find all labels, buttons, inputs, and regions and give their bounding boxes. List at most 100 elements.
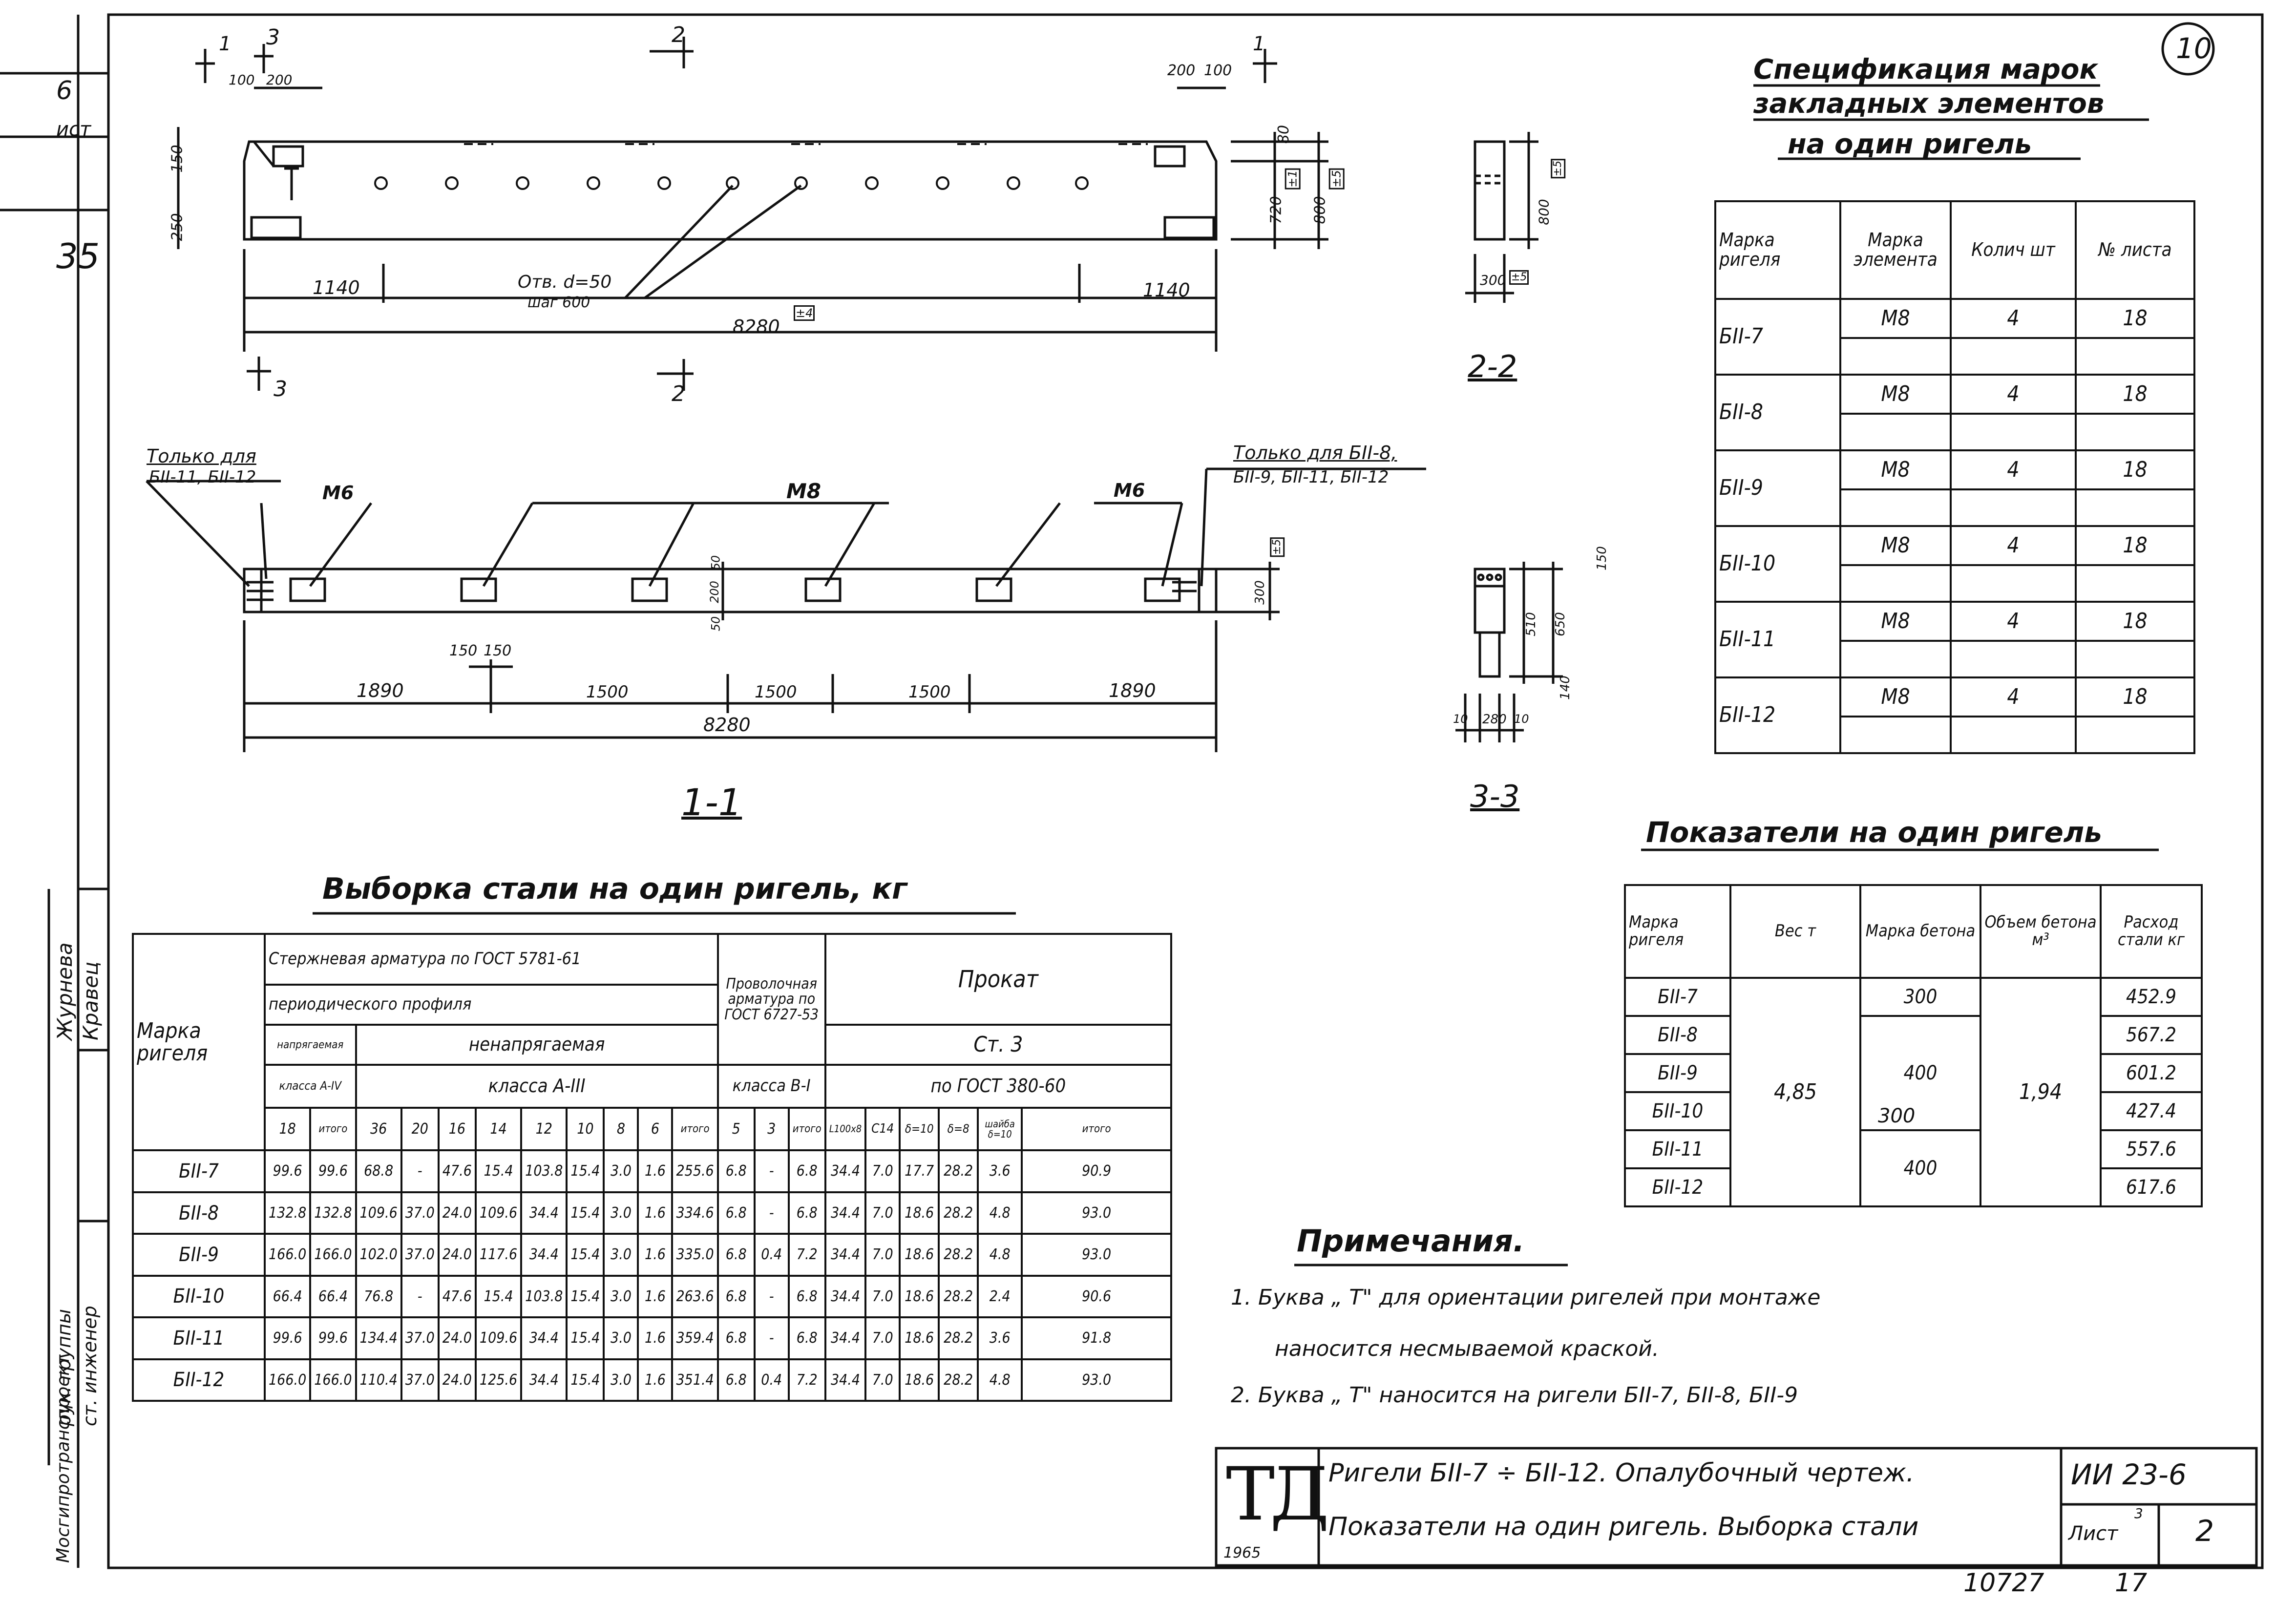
steel-header-st3: Ст. 3 [824,1024,1173,1066]
sheet-number: 10 [2176,32,2212,65]
s33-w-10b: 10 [1514,712,1529,726]
spec-title-1: Спецификация марок [1753,54,2098,85]
steel-cell: 103.8 [520,1274,568,1319]
steel-cell: 34.4 [520,1233,568,1277]
steel-cell: 1.6 [637,1149,674,1193]
sheet-value: 2 [2195,1514,2214,1548]
steel-cell: БII-10 [132,1274,266,1319]
inventory-number-2: 17 [2115,1568,2148,1598]
steel-cell: 99.6 [309,1316,357,1360]
steel-cell: 6.8 [787,1316,826,1360]
steel-cell: 18.6 [899,1274,940,1319]
steel-cell: 28.2 [938,1358,979,1402]
steel-cell: 102.0 [355,1233,402,1277]
steel-cell: 28.2 [938,1149,979,1193]
logo-year: 1965 [1223,1544,1261,1562]
ind-steel: 601.2 [2100,1053,2203,1093]
steel-col-header: итого [787,1106,826,1152]
steel-cell: 7.0 [864,1149,901,1193]
indicators-table: Марка ригеля Вес т Марка бетона Объем бе… [1624,884,2203,1207]
steel-cell: 1.6 [637,1191,674,1235]
label-m6-left: М6 [322,482,354,504]
ind-steel: 617.6 [2100,1167,2203,1207]
spec-row-sheet: 18 [2075,601,2195,642]
s33-dim-150: 150 [1594,546,1609,570]
steel-cell: 255.6 [671,1149,719,1193]
hole-note: Отв. d=50 [518,272,612,292]
dim-100-left: 100 [229,72,255,88]
steel-header-nonprestressed: ненапрягаемая [355,1024,719,1066]
steel-cell: 7.2 [787,1358,826,1402]
steel-cell: 24.0 [437,1316,477,1360]
steel-col-header: δ=8 [938,1106,979,1152]
dim-250-left: 250 [169,213,186,241]
steel-cell: 166.0 [263,1233,312,1277]
steel-cell: 4.8 [977,1358,1023,1402]
margin-staff-1: Журнева [53,942,77,1040]
spec-row-sheet: 18 [2075,374,2195,415]
ind-row-mark: БII-9 [1624,1053,1731,1093]
steel-col-header: 18 [263,1106,312,1152]
spec-row-mark: БII-8 [1714,374,1841,451]
steel-cell: 6.8 [716,1191,756,1235]
steel-cell: 24.0 [437,1191,477,1235]
ind-row-mark: БII-8 [1624,1015,1731,1055]
span-1500-b: 1500 [755,682,797,702]
s22-dim-800: 800 [1536,199,1552,225]
steel-cell: БII-9 [132,1233,266,1277]
steel-cell: 15.4 [474,1149,523,1193]
section-title-3-3: 3-3 [1470,779,1520,814]
steel-cell: 76.8 [355,1274,402,1319]
steel-cell: БII-12 [132,1358,266,1402]
steel-cell: 18.6 [899,1191,940,1235]
steel-cell: 15.4 [474,1274,523,1319]
steel-cell: 6.8 [716,1316,756,1360]
steel-cell: 7.0 [864,1233,901,1277]
steel-cell: 34.4 [824,1358,867,1402]
steel-cell: 15.4 [566,1274,605,1319]
steel-col-header: 5 [716,1106,756,1152]
steel-cell: 17.7 [899,1149,940,1193]
steel-col-header: L100x8 [824,1106,867,1152]
plan-dim-50-top: 50 [709,555,723,570]
steel-header-gost380: по ГОСТ 380-60 [824,1064,1173,1109]
s33-dim-650: 650 [1553,612,1568,636]
section-mark-1-top-right: 1 [1253,33,1265,55]
span-1500-c: 1500 [908,682,951,702]
steel-cell: 359.4 [671,1316,719,1360]
steel-cell: 103.8 [520,1149,568,1193]
steel-col-header: 20 [400,1106,440,1152]
steel-col-header: 10 [566,1106,605,1152]
beam-elevation [243,140,1218,241]
steel-header-rolled: Прокат [824,932,1173,1026]
spec-row-mark: БII-12 [1714,676,1841,754]
steel-table: Марка ригеля Стержневая арматура по ГОСТ… [132,932,1173,1402]
margin-organization: Мосгипротранспроект [53,1354,73,1563]
plan-dim-300: 300 [1252,580,1267,605]
steel-header-class-a3: класса А-III [355,1064,719,1109]
steel-cell: 3.0 [603,1149,639,1193]
steel-cell: 91.8 [1021,1316,1172,1360]
steel-cell: 117.6 [474,1233,523,1277]
dim-1140-right: 1140 [1143,279,1190,301]
dim-200-right: 200 [1167,62,1196,79]
steel-cell: 15.4 [566,1233,605,1277]
steel-cell: 3.0 [603,1274,639,1319]
steel-cell: 28.2 [938,1274,979,1319]
steel-cell: БII-11 [132,1316,266,1360]
steel-col-header: итого [309,1106,357,1152]
note-1-line-2: наносится несмываемой краской. [1275,1336,1659,1361]
steel-cell: 132.8 [263,1191,312,1235]
steel-cell: 34.4 [824,1149,867,1193]
steel-header-periodic: периодического профиля [264,984,719,1026]
ind-header-steel: Расход стали кг [2100,884,2203,979]
ind-header-mark: Марка ригеля [1624,884,1731,979]
steel-cell: 66.4 [263,1274,312,1319]
steel-cell: - [753,1191,790,1235]
steel-cell: 28.2 [938,1233,979,1277]
steel-cell: БII-7 [132,1149,266,1193]
steel-cell: 3.6 [977,1316,1023,1360]
